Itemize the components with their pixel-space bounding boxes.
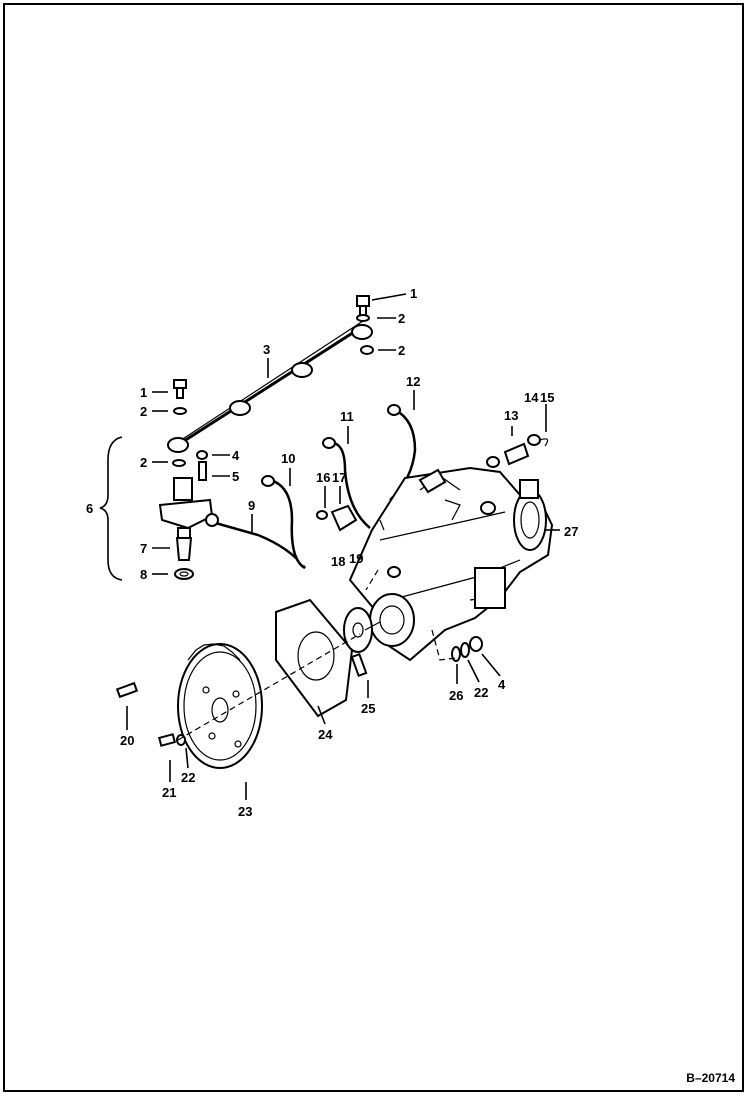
callout-16: 16 (316, 470, 330, 485)
injector-lines (205, 404, 417, 570)
callout-2: 2 (140, 404, 147, 419)
leader-lines (126, 293, 560, 800)
gear-bolt (157, 733, 177, 747)
callout-26: 26 (449, 688, 463, 703)
callout-14: 14 (524, 390, 539, 405)
callout-13: 13 (504, 408, 518, 423)
callout-7: 7 (140, 541, 147, 556)
callout-20: 20 (120, 733, 134, 748)
bracket (316, 504, 358, 532)
callout-8: 8 (140, 567, 147, 582)
callout-17: 17 (332, 470, 346, 485)
callout-6: 6 (86, 501, 93, 516)
return-fitting (486, 434, 549, 468)
nut-washers (451, 636, 483, 662)
callout-1: 1 (410, 286, 417, 301)
drive-plate (343, 607, 381, 653)
document-reference: B–20714 (686, 1071, 735, 1085)
callout-12: 12 (406, 374, 420, 389)
callout-2: 2 (398, 343, 405, 358)
banjo-bolt-top (356, 295, 374, 355)
callout-15: 15 (540, 390, 554, 405)
callout-22: 22 (474, 685, 488, 700)
assembly-brace (99, 436, 123, 581)
callout-18: 18 (331, 554, 345, 569)
diagram-frame (3, 3, 744, 1092)
callout-22: 22 (181, 770, 195, 785)
stud (350, 652, 368, 678)
callout-24: 24 (318, 727, 333, 742)
callout-19: 19 (349, 551, 363, 566)
pin (115, 681, 139, 699)
callout-11: 11 (340, 409, 354, 424)
callout-21: 21 (162, 785, 176, 800)
callout-25: 25 (361, 701, 375, 716)
callout-2: 2 (140, 455, 147, 470)
banjo-bolt-left (173, 379, 187, 415)
callout-10: 10 (281, 451, 295, 466)
callout-labels: 1 2 2 3 1 2 2 4 5 6 7 8 9 10 11 12 13 14… (86, 286, 578, 819)
callout-1: 1 (140, 385, 147, 400)
fuel-return-line (167, 320, 373, 453)
callout-23: 23 (238, 804, 252, 819)
alignment-lines (177, 569, 457, 741)
injector-assembly (158, 450, 214, 580)
callout-4: 4 (232, 448, 240, 463)
callout-5: 5 (232, 469, 239, 484)
drive-gear (177, 643, 263, 769)
gasket (275, 598, 354, 718)
callout-3: 3 (263, 342, 270, 357)
callout-9: 9 (248, 498, 255, 513)
injection-pump-body (348, 466, 554, 662)
callout-27: 27 (564, 524, 578, 539)
callout-2: 2 (398, 311, 405, 326)
callout-4: 4 (498, 677, 506, 692)
